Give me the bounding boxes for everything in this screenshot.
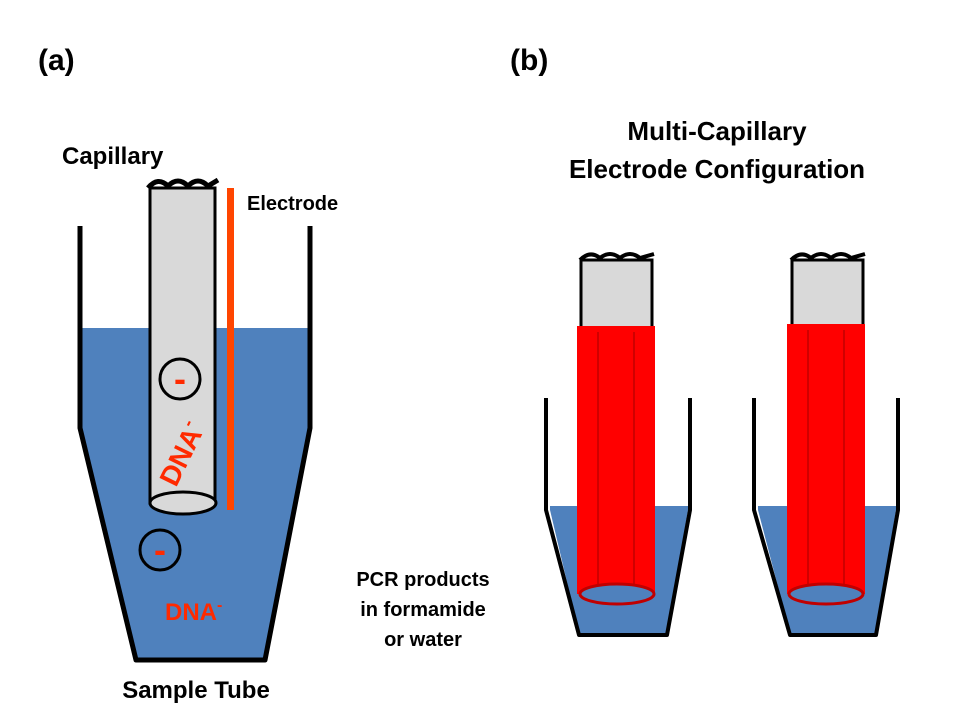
capillary-broken-end — [146, 177, 220, 190]
electrode-sheath-right — [787, 324, 865, 594]
capillary-broken-end-left — [578, 252, 655, 262]
electrode-sheath-left — [577, 326, 655, 594]
dna-charge-upper: - — [158, 357, 202, 401]
capillary-opening-left — [578, 582, 656, 606]
tube-wall-right — [752, 398, 900, 637]
charge-symbol-lower: - — [154, 529, 166, 570]
charge-symbol-upper: - — [174, 358, 186, 399]
solution-note-line-3: or water — [384, 629, 462, 651]
tube-wall — [77, 226, 313, 663]
multi-capillary-unit-right — [752, 252, 900, 637]
capillary-body — [148, 186, 217, 505]
capillary-top-left — [579, 258, 654, 332]
tube-wall-left — [544, 398, 692, 637]
capillary-broken-end-right — [789, 252, 866, 262]
panel-a-label: (a) — [38, 44, 75, 77]
capillary — [146, 177, 220, 516]
panel-b-label: (b) — [510, 44, 548, 77]
solution-note-line-2: in formamide — [360, 599, 486, 621]
electrode-label: Electrode — [247, 193, 338, 215]
multi-capillary-unit-left — [544, 252, 692, 637]
capillary-top-right — [790, 258, 865, 332]
panel-b-title-line-1: Multi-Capillary — [627, 116, 807, 146]
capillary-opening — [148, 490, 218, 516]
electrode — [227, 188, 234, 510]
sample-tube-label: Sample Tube — [122, 677, 270, 704]
capillary-label: Capillary — [62, 143, 164, 170]
capillary-opening-right — [787, 582, 865, 606]
solution-note-line-1: PCR products — [356, 569, 489, 591]
dna-charge-lower: - — [138, 528, 182, 572]
panel-b-title-line-2: Electrode Configuration — [569, 154, 865, 184]
solution-note: PCR products in formamide or water — [356, 569, 489, 651]
dna-label-in-tube: DNA- — [165, 597, 222, 626]
